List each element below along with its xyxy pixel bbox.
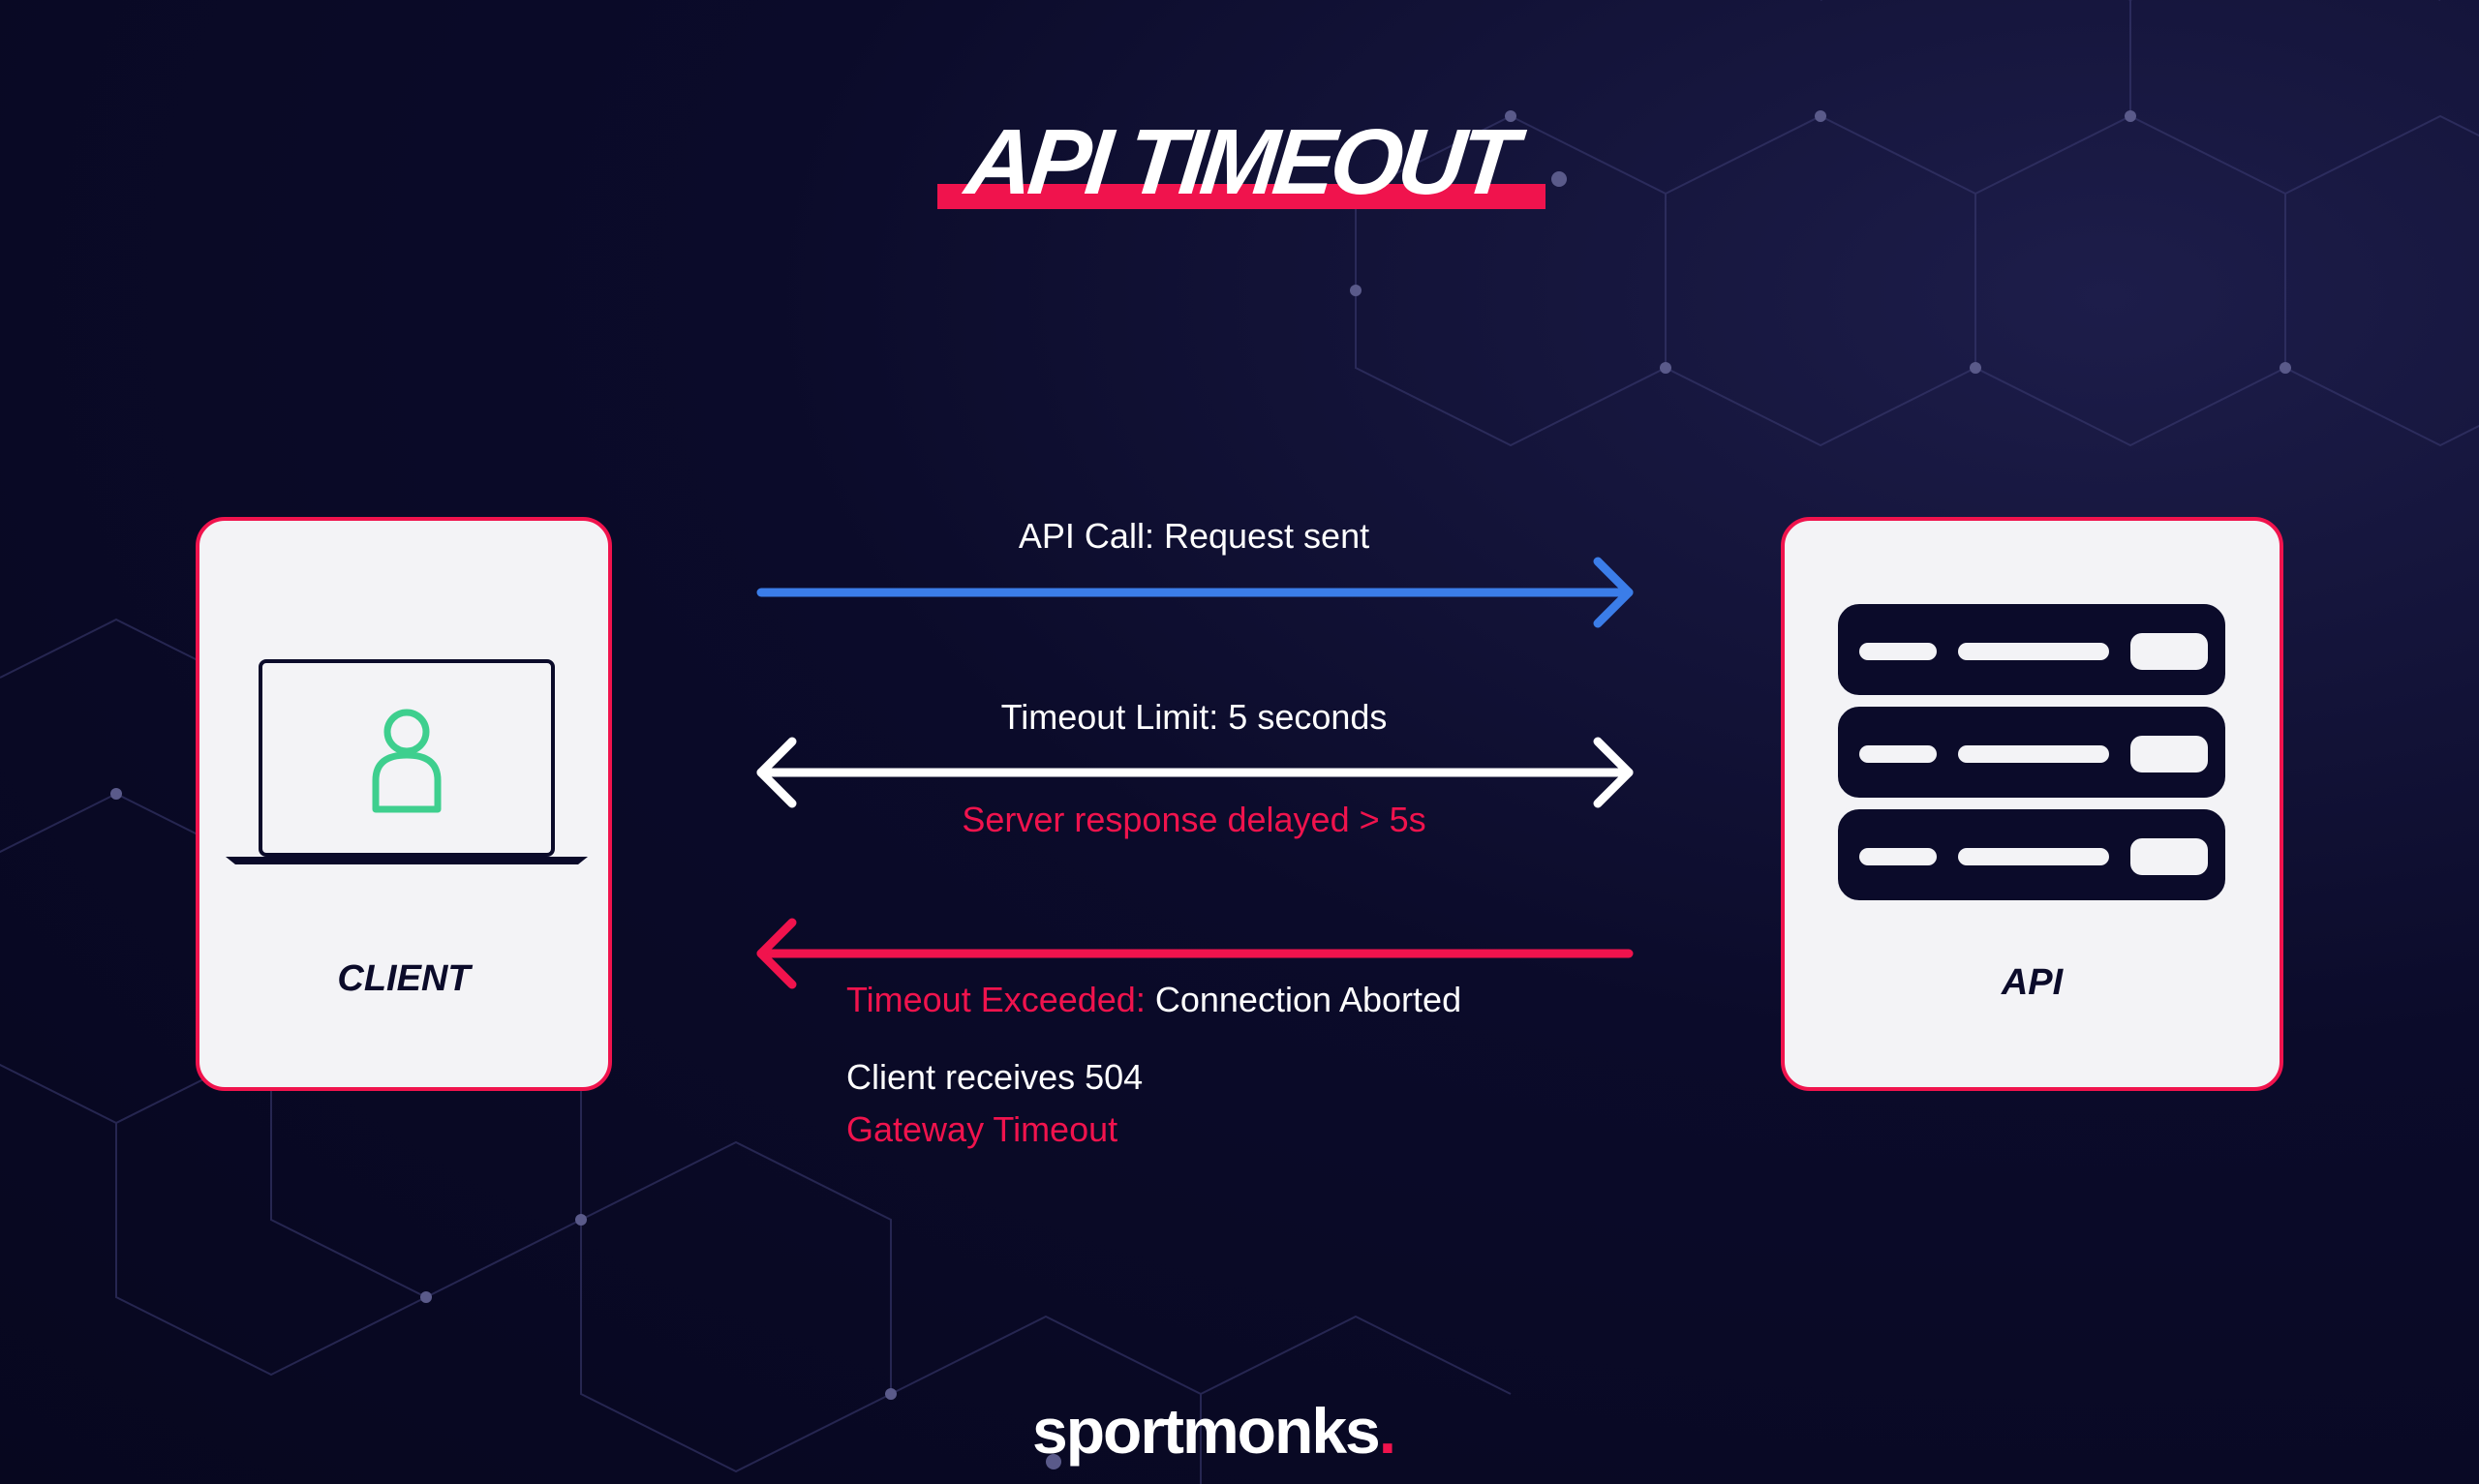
abort-arrow xyxy=(756,918,1634,989)
client-label: CLIENT xyxy=(337,958,471,999)
timeout-limit-arrow xyxy=(756,737,1634,808)
client-card: CLIENT xyxy=(196,517,612,1091)
timeout-exceeded-label: Timeout Exceeded: Connection Aborted xyxy=(846,980,1462,1019)
server-rack-icon xyxy=(1834,600,2229,699)
sportmonks-logo: sportmonks. xyxy=(1032,1395,1396,1467)
page-title: API TIMEOUT xyxy=(930,110,1549,221)
server-rack-icon xyxy=(1834,805,2229,904)
timeout-limit-label: Timeout Limit: 5 seconds xyxy=(1000,697,1388,737)
user-icon xyxy=(372,709,442,813)
title-underline xyxy=(937,184,1546,209)
client-receives-label: Client receives 504 xyxy=(846,1057,1144,1097)
api-label: API xyxy=(2001,962,2064,1003)
gateway-timeout-label: Gateway Timeout xyxy=(846,1109,1118,1149)
request-label: API Call: Request sent xyxy=(1018,516,1370,556)
delay-label: Server response delayed > 5s xyxy=(962,800,1426,839)
server-rack-icon xyxy=(1834,703,2229,802)
request-arrow xyxy=(756,557,1634,628)
